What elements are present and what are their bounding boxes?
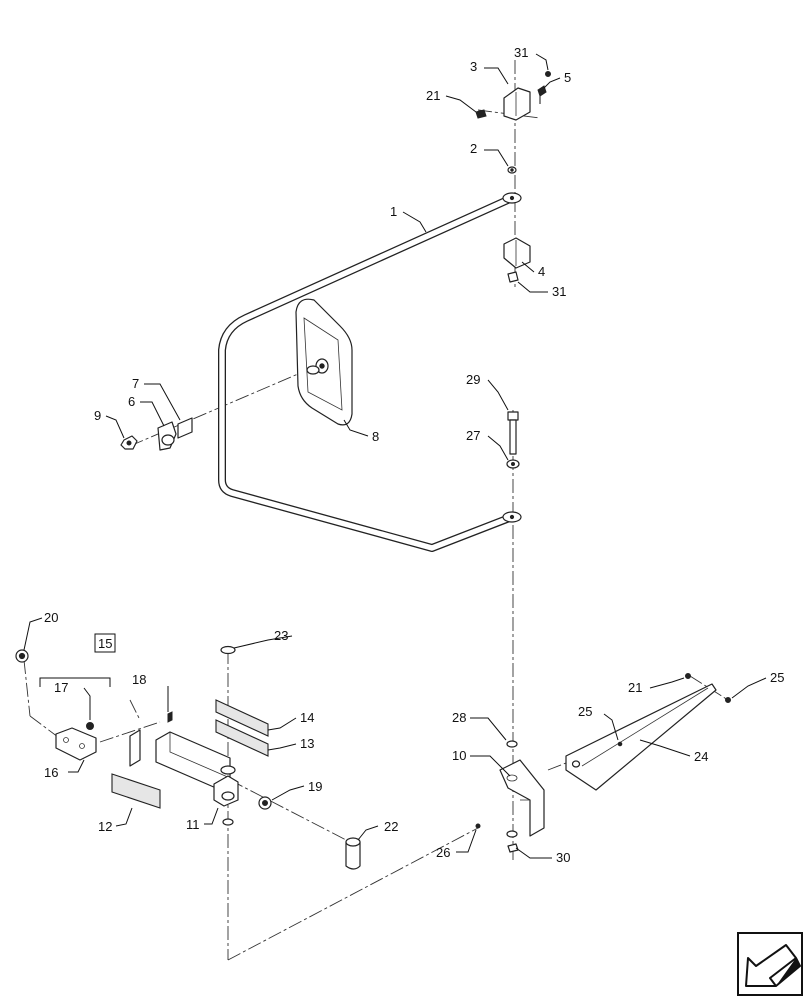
callout-2: 2 <box>470 141 477 156</box>
mirror-head <box>295 298 353 426</box>
callout-1: 1 <box>390 204 397 219</box>
callout-16: 16 <box>44 765 58 780</box>
callout-10: 10 <box>452 748 466 763</box>
callout-11: 11 <box>186 817 200 832</box>
callout-19: 19 <box>308 779 322 794</box>
callout-6: 6 <box>128 394 135 409</box>
mirror-frame-tube <box>218 192 522 552</box>
callout-25-left: 25 <box>578 704 592 719</box>
callout-12: 12 <box>98 819 112 834</box>
upper-bracket-assembly <box>475 71 551 283</box>
callout-15: 15 <box>98 636 112 651</box>
callout-7: 7 <box>132 376 139 391</box>
callout-31-top: 31 <box>514 45 528 60</box>
mirror-clamp <box>120 417 193 451</box>
callout-23: 23 <box>274 628 288 643</box>
callout-4: 4 <box>538 264 545 279</box>
left-plate-assembly <box>15 633 116 761</box>
callout-8: 8 <box>372 429 379 444</box>
long-brace <box>565 673 731 791</box>
callout-3: 3 <box>470 59 477 74</box>
callout-20: 20 <box>44 610 58 625</box>
callout-14: 14 <box>300 710 314 725</box>
left-mount-assembly <box>111 645 361 870</box>
long-bolt <box>506 411 520 469</box>
callout-5: 5 <box>564 70 571 85</box>
callout-22: 22 <box>384 819 398 834</box>
assembly-centerlines <box>23 60 729 961</box>
callout-27: 27 <box>466 428 480 443</box>
callout-leaders <box>23 53 767 859</box>
callout-31-bottom: 31 <box>552 284 566 299</box>
callout-21-right: 21 <box>628 680 642 695</box>
callout-17: 17 <box>54 680 68 695</box>
callout-18: 18 <box>132 672 146 687</box>
callout-24: 24 <box>694 749 708 764</box>
callout-30: 30 <box>556 850 570 865</box>
callout-26: 26 <box>436 845 450 860</box>
callout-labels: 1 2 3 4 5 6 7 8 9 10 11 12 13 14 15 16 1… <box>44 45 784 865</box>
callout-13: 13 <box>300 736 314 751</box>
callout-25-right: 25 <box>770 670 784 685</box>
callout-9: 9 <box>94 408 101 423</box>
callout-21-top: 21 <box>426 88 440 103</box>
lower-right-bracket <box>475 740 545 853</box>
callout-29: 29 <box>466 372 480 387</box>
callout-28: 28 <box>452 710 466 725</box>
arrow-down-left-icon[interactable] <box>737 932 803 996</box>
